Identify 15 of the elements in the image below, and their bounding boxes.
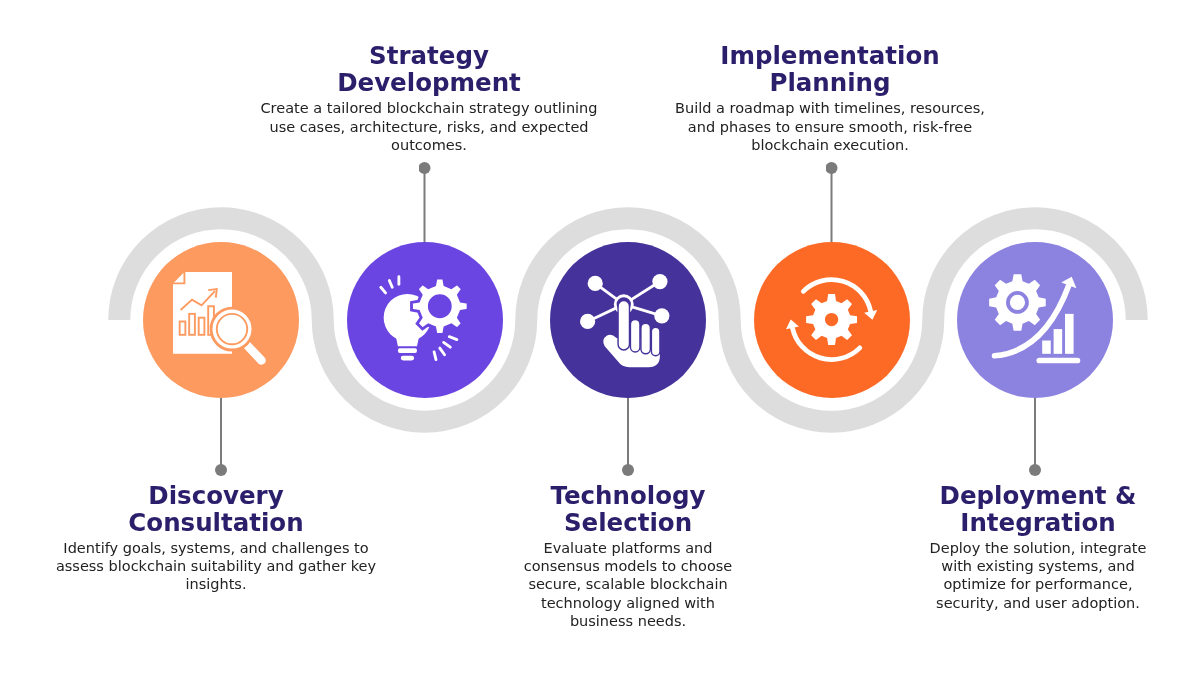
step-description: Evaluate platforms and consensus models to choose secure, scalable blockchain technology aligned with business needs. <box>522 539 734 630</box>
leader-line <box>215 397 227 476</box>
step-heading: Strategy Development <box>336 42 522 97</box>
leader-line <box>1029 397 1041 476</box>
leader-line <box>825 162 838 243</box>
step-description: Identify goals, systems, and challenges to assess blockchain suitability and gather key insights. <box>54 539 378 594</box>
step-heading: Discovery Consultation <box>127 482 305 536</box>
step-description: Create a tailored blockchain strategy outlining use cases, architecture, risks, and expected outcomes. <box>259 99 599 154</box>
step-heading: Implementation Planning <box>719 42 941 97</box>
step-heading: Technology Selection <box>549 482 707 536</box>
leader-line <box>622 397 634 476</box>
step-description: Deploy the solution, integrate with existing systems, and optimize for performance, security, and user adoption. <box>928 539 1148 612</box>
leader-line <box>418 162 431 243</box>
step-description: Build a roadmap with timelines, resources, and phases to ensure smooth, risk-free blockchain execution. <box>674 99 986 154</box>
step-heading: Deployment & Integration <box>938 482 1138 536</box>
